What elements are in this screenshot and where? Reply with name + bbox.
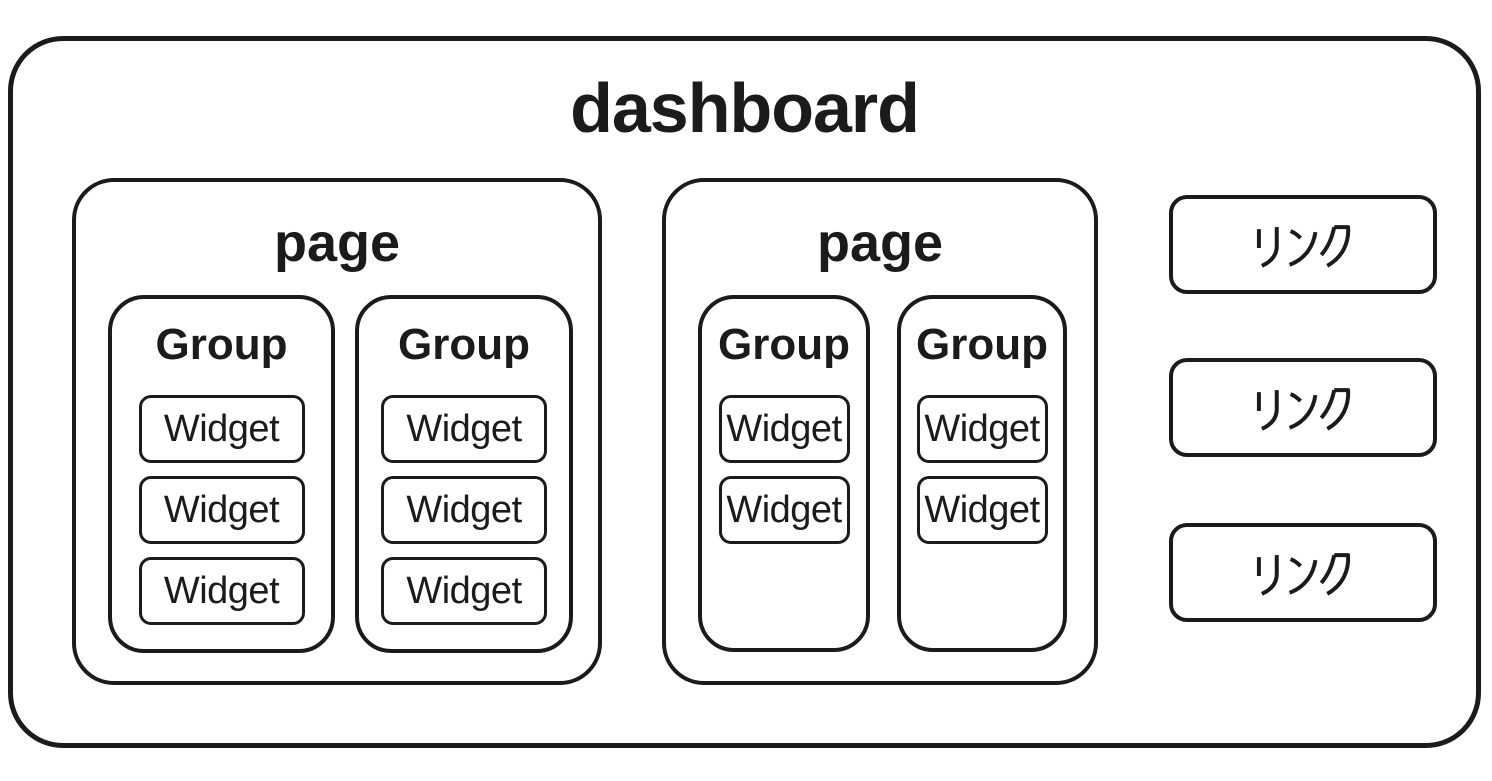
link-label-glyph [1256,387,1350,431]
group-title: Group [916,320,1048,369]
widget-label: Widget [726,408,842,450]
widget-list: Widget Widget Widget [359,395,569,625]
widget-box: Widget [138,476,305,544]
dashboard-title: dashboard [570,69,920,147]
widget-list: Widget Widget Widget [112,395,331,625]
widget-list: Widget Widget [901,395,1063,544]
link-button: リンク [1169,358,1437,457]
widget-label: Widget [406,408,522,450]
widget-label: Widget [163,570,280,612]
group-title: Group [398,320,530,369]
link-label-glyph [1256,552,1350,596]
widget-list: Widget Widget [702,395,866,544]
widget-box: Widget [381,476,547,544]
widget-label: Widget [726,489,842,531]
widget-box: Widget [381,395,547,463]
widget-box: Widget [138,395,305,463]
page-box-1: page Group Widget Widget Widget Group Wi… [72,178,602,685]
group-box: Group Widget Widget Widget [355,295,573,653]
group-box: Group Widget Widget [897,295,1067,652]
widget-label: Widget [163,408,280,450]
group-box: Group Widget Widget [698,295,870,652]
dashboard-box: dashboard page Group Widget Widget Widge… [8,36,1481,748]
widget-label: Widget [924,408,1040,450]
page-title: page [816,213,944,273]
widget-label: Widget [163,489,280,531]
page-box-2: page Group Widget Widget Group Widget Wi… [662,178,1098,685]
widget-box: Widget [138,557,305,625]
link-button: リンク [1169,195,1437,294]
widget-label: Widget [406,570,522,612]
widget-box: Widget [381,557,547,625]
group-title: Group [718,320,850,369]
widget-box: Widget [916,476,1048,544]
widget-label: Widget [406,489,522,531]
widget-box: Widget [718,476,850,544]
link-button: リンク [1169,523,1437,622]
link-label-glyph [1256,224,1350,268]
widget-label: Widget [924,489,1040,531]
page-title: page [273,213,401,273]
group-title: Group [155,320,288,369]
widget-box: Widget [916,395,1048,463]
widget-box: Widget [718,395,850,463]
group-box: Group Widget Widget Widget [108,295,335,653]
